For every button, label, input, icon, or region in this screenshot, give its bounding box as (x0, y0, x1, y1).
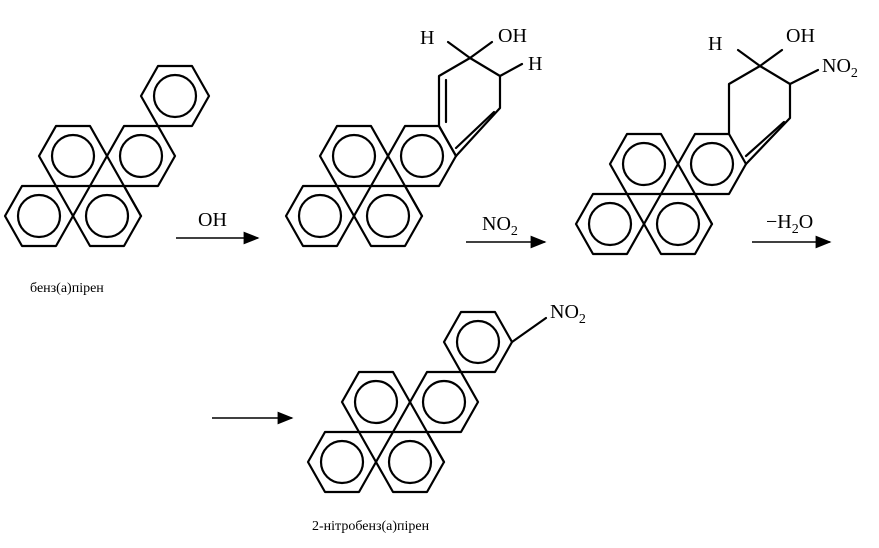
intermediate-2-structure (574, 48, 820, 256)
inter1-h-right: H (528, 53, 542, 75)
inter1-oh: OH (498, 25, 527, 47)
product-no2: NO2 (550, 301, 586, 327)
inter2-h-left: H (708, 33, 722, 55)
inter2-oh: OH (786, 25, 815, 47)
product-compound-name: 2-нітробенз(а)пірен (312, 519, 430, 534)
start-compound-name: бенз(а)пірен (30, 281, 104, 296)
reagent-minus-h2o: −H2O (766, 211, 813, 237)
nitrobenzapyrene-structure (306, 310, 548, 494)
inter1-h-left: H (420, 27, 434, 49)
intermediate-1-structure (284, 40, 524, 248)
benzapyrene-structure (3, 64, 211, 248)
reagent-oh: OH (198, 209, 227, 231)
reagent-no2: NO2 (482, 213, 518, 239)
inter2-no2: NO2 (822, 55, 858, 81)
